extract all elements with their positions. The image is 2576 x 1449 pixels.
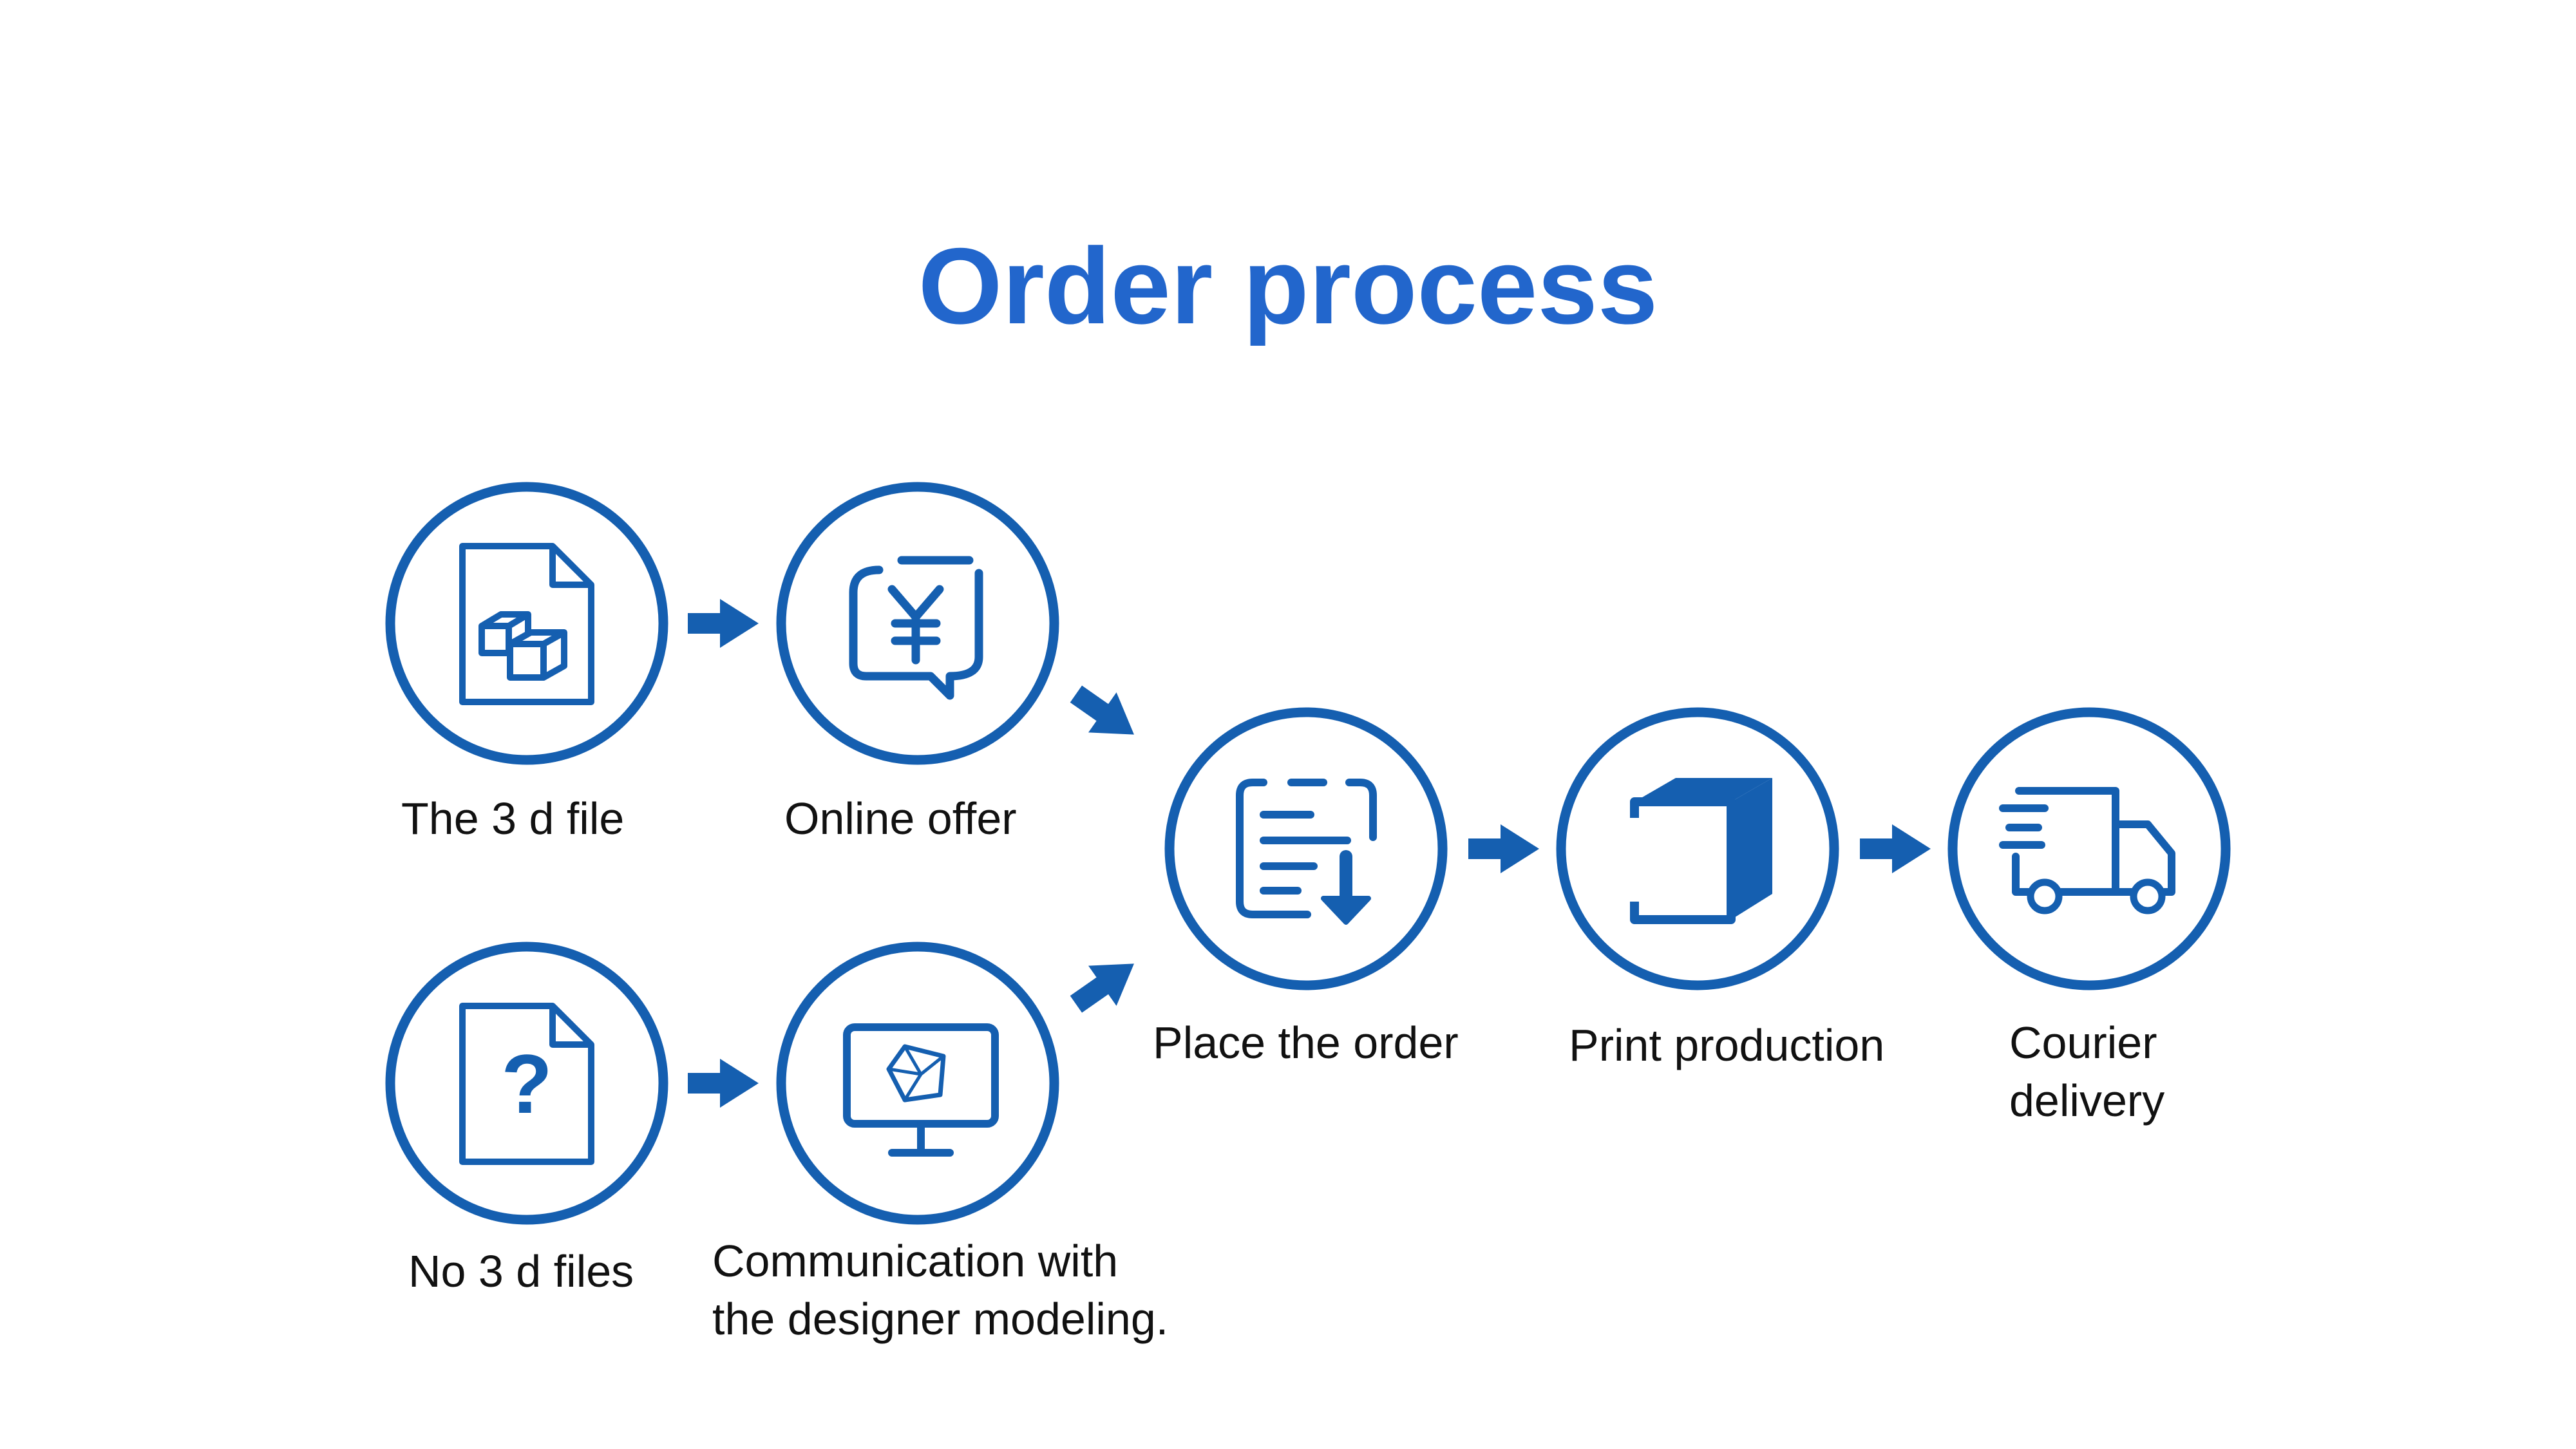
question-file-icon: ? bbox=[459, 1003, 594, 1165]
delivery-truck-icon bbox=[1999, 787, 2175, 914]
step-node-courier-delivery bbox=[1947, 707, 2231, 990]
step-label-communication-designer: Communication with the designer modeling… bbox=[712, 1236, 1169, 1344]
arrow-order-to-print bbox=[1468, 824, 1539, 873]
step-node-no-3d-files: ? bbox=[385, 942, 668, 1225]
page-title: Order process bbox=[918, 225, 1658, 346]
yen-price-chat-icon bbox=[849, 556, 983, 700]
step-label-print-production: Print production bbox=[1569, 1020, 1885, 1070]
step-node-communication-designer bbox=[776, 942, 1059, 1225]
box-icon bbox=[1630, 778, 1772, 924]
arrow-no-files-to-communication bbox=[688, 1059, 759, 1108]
step-node-online-offer bbox=[776, 482, 1059, 765]
step-label-courier-delivery: Courier delivery bbox=[2009, 1018, 2165, 1126]
arrow-print-to-delivery bbox=[1860, 824, 1931, 873]
arrow-offer-to-order bbox=[1070, 685, 1134, 735]
step-label-no-3d-files: No 3 d files bbox=[408, 1246, 634, 1296]
step-label-the-3d-file: The 3 d file bbox=[401, 793, 625, 844]
monitor-3d-model-icon bbox=[843, 1023, 999, 1157]
step-node-print-production bbox=[1556, 707, 1839, 990]
arrow-3d-file-to-offer bbox=[688, 599, 759, 648]
arrow-communication-to-order bbox=[1070, 963, 1134, 1013]
step-node-place-order bbox=[1164, 707, 1448, 990]
svg-text:?: ? bbox=[501, 1037, 552, 1131]
step-node-the-3d-file bbox=[385, 482, 668, 765]
order-download-icon bbox=[1236, 779, 1377, 925]
step-label-place-order: Place the order bbox=[1153, 1018, 1459, 1068]
3d-file-icon bbox=[459, 543, 594, 705]
step-label-online-offer: Online offer bbox=[784, 793, 1017, 844]
